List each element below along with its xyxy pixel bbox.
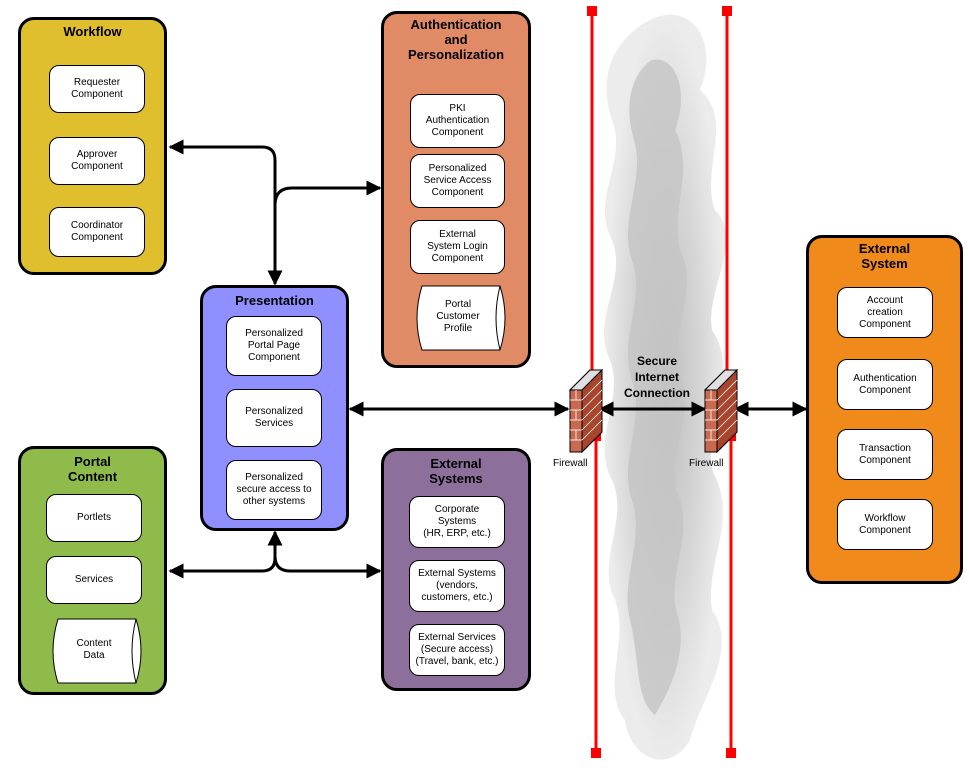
presentation-title: Presentation [235, 293, 314, 308]
external-systems-title: External Systems [429, 456, 483, 486]
pki-authentication-component[interactable]: PKI Authentication Component [410, 94, 505, 148]
portlets[interactable]: Portlets [46, 494, 142, 542]
content-data-label: Content Data [76, 638, 112, 661]
firewall-icon [703, 368, 739, 454]
connector-portal-presentation [168, 530, 283, 579]
personalized-services[interactable]: Personalized Services [226, 389, 322, 447]
content-data-icon[interactable] [50, 618, 146, 684]
workflow-component[interactable]: Workflow Component [837, 499, 933, 550]
external-services-secure[interactable]: External Services (Secure access) (Trave… [409, 624, 505, 676]
requester-component[interactable]: Requester Component [49, 65, 145, 113]
services[interactable]: Services [46, 556, 142, 604]
firewall-icon [568, 368, 604, 454]
external-system-title: External System [858, 241, 911, 271]
portal-customer-profile-icon[interactable] [414, 285, 510, 351]
external-system-login-component[interactable]: External System Login Component [410, 220, 505, 274]
coordinator-component[interactable]: Coordinator Component [49, 207, 145, 257]
authentication-component[interactable]: Authentication Component [837, 359, 933, 410]
transaction-component[interactable]: Transaction Component [837, 429, 933, 480]
secure-internet-connection-label: Secure Internet Connection [624, 354, 690, 400]
auth-title: Authentication and Personalization [407, 17, 505, 62]
approver-component[interactable]: Approver Component [49, 137, 145, 185]
personalized-secure-access[interactable]: Personalized secure access to other syst… [226, 460, 322, 520]
account-creation-component[interactable]: Account creation Component [837, 287, 933, 338]
firewall-right-label: Firewall [689, 458, 724, 469]
portal-content-title: Portal Content [67, 454, 118, 484]
external-systems-vendors[interactable]: External Systems (vendors, customers, et… [409, 560, 505, 612]
portal-customer-profile-label: Portal Customer Profile [436, 299, 480, 334]
corporate-systems[interactable]: Corporate Systems (HR, ERP, etc.) [409, 496, 505, 548]
connector-presentation-auth [273, 180, 382, 206]
workflow-title: Workflow [63, 24, 122, 39]
personalized-portal-page-component[interactable]: Personalized Portal Page Component [226, 316, 322, 376]
personalized-service-access-component[interactable]: Personalized Service Access Component [410, 154, 505, 208]
firewall-left-label: Firewall [553, 458, 588, 469]
cloud-icon [604, 14, 727, 760]
connector-presentation-extsystems [273, 555, 382, 579]
connector-workflow-presentation [168, 139, 283, 286]
